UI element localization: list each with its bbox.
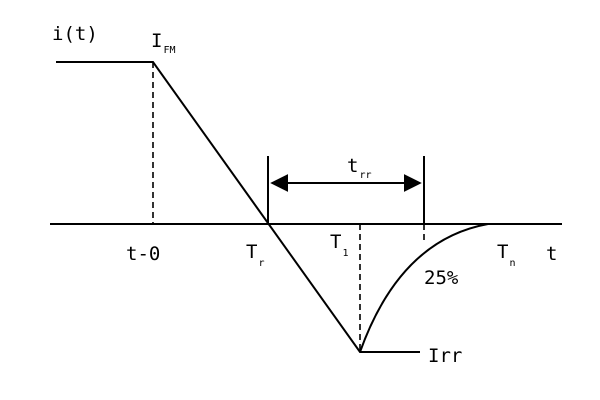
tn-label: Tn [497,241,515,269]
recovery-tail-curve [359,223,489,353]
t1-label: T1 [330,231,348,259]
percent-label: 25% [424,267,459,289]
t0-label: t-0 [126,243,160,265]
irr-label: Irr [428,345,462,367]
y-axis-label: i(t) [52,23,98,45]
trr-label: trr [347,155,372,181]
x-axis-label: t [546,243,557,265]
ifm-label: IFM [151,30,176,56]
tr-label: Tr [246,241,264,269]
current-waveform [56,61,420,353]
